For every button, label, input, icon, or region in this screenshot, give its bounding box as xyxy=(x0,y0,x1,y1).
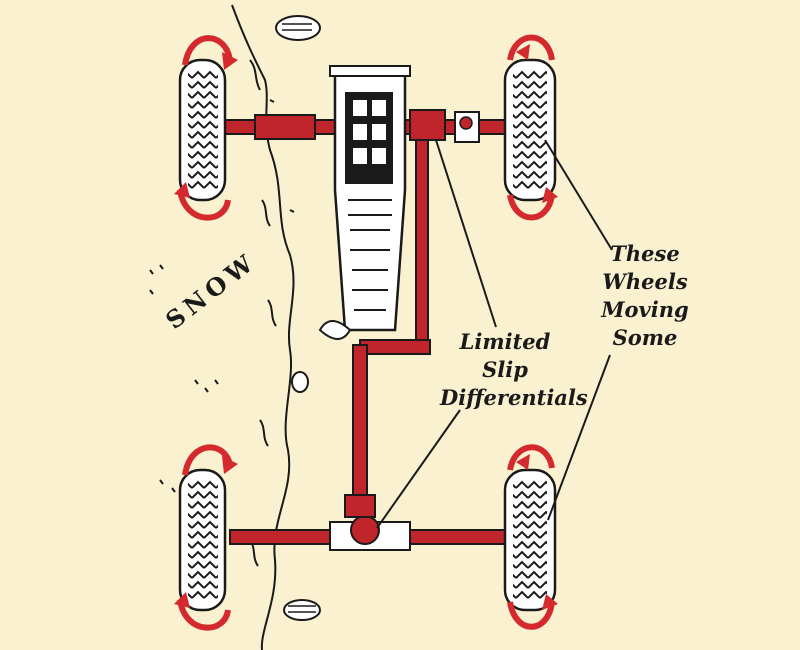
wheels-moving-label: These Wheels Moving Some xyxy=(595,240,695,352)
wheel-front-left xyxy=(178,58,227,202)
wheels-moving-line-3: Moving xyxy=(601,297,689,322)
callout-lines xyxy=(376,139,613,529)
rear-axle xyxy=(229,494,511,551)
wheels-moving-line-4: Some xyxy=(612,325,678,350)
limited-slip-line-3: Differentials xyxy=(440,385,588,410)
rotation-arrowheads xyxy=(174,44,558,610)
rotation-arrow-icon xyxy=(177,34,555,631)
drive-shafts xyxy=(352,109,446,506)
rock-mid xyxy=(291,371,309,393)
transmission xyxy=(318,65,411,340)
wheel-rear-right xyxy=(503,468,557,612)
limited-slip-line-1: Limited xyxy=(459,329,551,354)
wheels-moving-line-2: Wheels xyxy=(602,269,688,294)
limited-slip-line-2: Slip xyxy=(482,357,528,382)
limited-slip-label: Limited Slip Differentials xyxy=(440,328,588,412)
rock-bottom xyxy=(283,599,321,621)
wheel-front-right xyxy=(503,58,557,202)
rock-top xyxy=(275,15,321,41)
wheel-rear-left xyxy=(178,468,227,612)
wheels-moving-line-1: These xyxy=(610,241,680,266)
